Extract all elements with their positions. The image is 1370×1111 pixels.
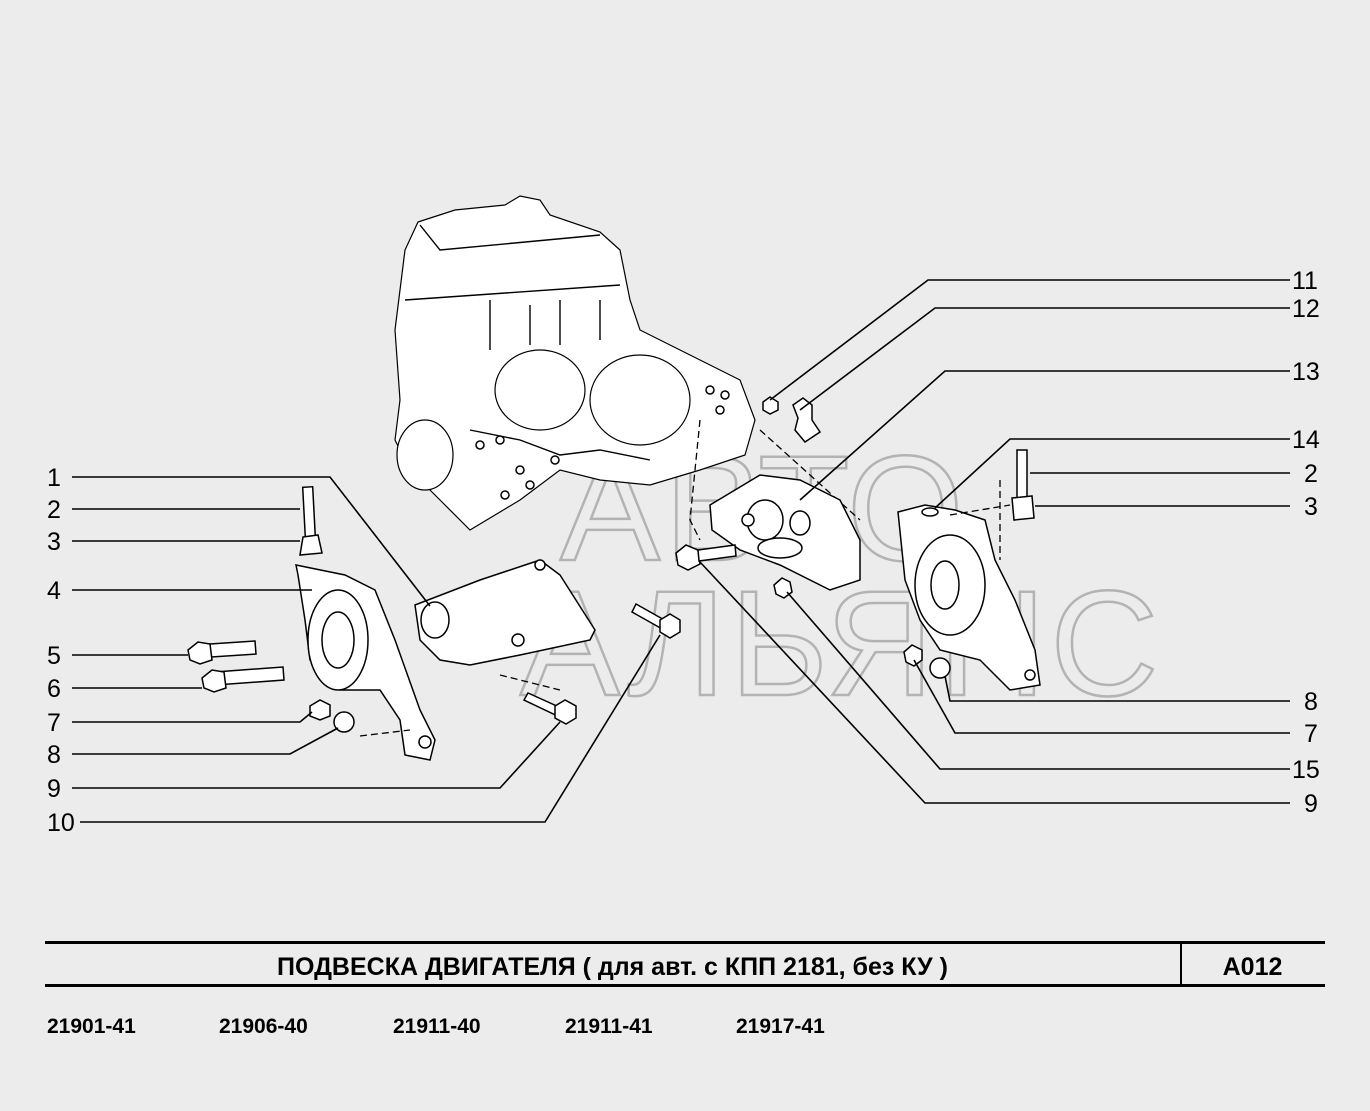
callout-3: 3 bbox=[47, 528, 61, 556]
model-code: 21901-41 bbox=[47, 1015, 136, 1038]
callout-7-right: 7 bbox=[1304, 720, 1318, 748]
model-code: 21911-41 bbox=[565, 1015, 653, 1038]
left-engine-mount-assembly bbox=[187, 485, 681, 761]
callout-13: 13 bbox=[1292, 358, 1320, 386]
callout-6: 6 bbox=[47, 675, 61, 703]
leader-lines-left bbox=[72, 476, 661, 823]
title-block: ПОДВЕСКА ДВИГАТЕЛЯ ( для авт. с КПП 2181… bbox=[45, 941, 1325, 987]
leader-lines-right bbox=[699, 279, 1290, 804]
sheet-code: А012 bbox=[1222, 953, 1283, 981]
callout-11: 11 bbox=[1292, 267, 1318, 295]
callout-2-right: 2 bbox=[1304, 460, 1318, 488]
engine-mount-diagram: АВТО АЛЬЯНС bbox=[47, 195, 1320, 837]
callout-1: 1 bbox=[47, 464, 61, 492]
callout-8-right: 8 bbox=[1304, 688, 1318, 716]
callout-3-right: 3 bbox=[1304, 493, 1318, 521]
callout-5: 5 bbox=[47, 642, 61, 670]
callout-7: 7 bbox=[47, 709, 61, 737]
diagram-title: ПОДВЕСКА ДВИГАТЕЛЯ ( для авт. с КПП 2181… bbox=[45, 944, 1182, 984]
callout-9: 9 bbox=[47, 775, 61, 803]
callout-10: 10 bbox=[47, 809, 75, 837]
model-code: 21911-40 bbox=[393, 1015, 481, 1038]
callout-numbers-right: 11 12 13 14 2 3 8 7 15 9 bbox=[1292, 267, 1320, 818]
model-code: 21906-40 bbox=[219, 1015, 308, 1038]
callout-2: 2 bbox=[47, 496, 61, 524]
callout-9-right: 9 bbox=[1304, 790, 1318, 818]
callout-4: 4 bbox=[47, 577, 61, 605]
callout-numbers-left: 1 2 3 4 5 6 7 8 9 10 bbox=[47, 464, 75, 837]
callout-8: 8 bbox=[47, 741, 61, 769]
callout-12: 12 bbox=[1292, 295, 1320, 323]
engine-gearbox-illustration bbox=[394, 195, 861, 541]
callout-14: 14 bbox=[1292, 426, 1320, 454]
callout-15: 15 bbox=[1292, 756, 1320, 784]
right-engine-mount-assembly bbox=[675, 396, 1041, 691]
model-code: 21917-41 bbox=[736, 1015, 825, 1038]
